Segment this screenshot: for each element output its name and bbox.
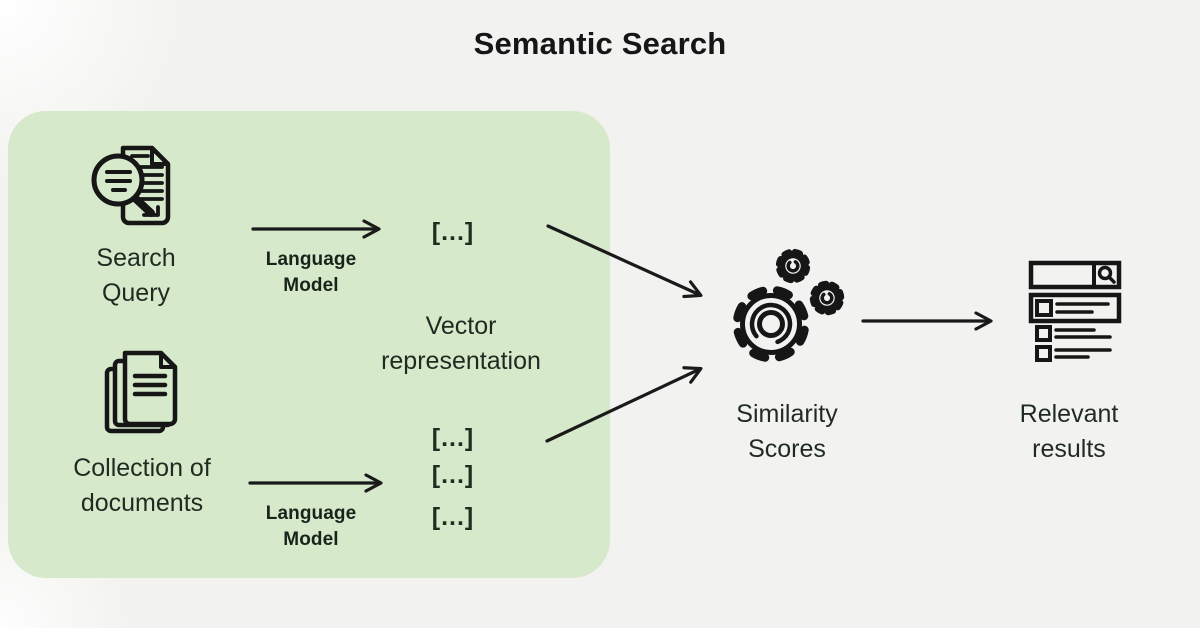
document-vector-token: [...]: [431, 461, 475, 489]
document-vector-token: [...]: [431, 503, 475, 531]
diagram-title: Semantic Search: [473, 26, 727, 61]
query-vector-token: [...]: [431, 218, 475, 246]
documents-stack-icon: [95, 345, 190, 440]
gears-icon: [716, 240, 856, 390]
document-vector-token: [...]: [431, 424, 475, 452]
vector-representation-label: Vector representation: [381, 312, 541, 375]
relevant-results-label: Relevant results: [1019, 400, 1119, 463]
search-results-icon: [1028, 260, 1122, 364]
document-search-icon: [88, 140, 188, 235]
collection-of-documents-label: Collection of documents: [73, 454, 211, 517]
language-model-label-top: Language Model: [265, 249, 357, 296]
search-query-label: Search Query: [96, 244, 176, 307]
language-model-label-bottom: Language Model: [265, 503, 357, 550]
similarity-scores-label: Similarity Scores: [736, 400, 838, 463]
